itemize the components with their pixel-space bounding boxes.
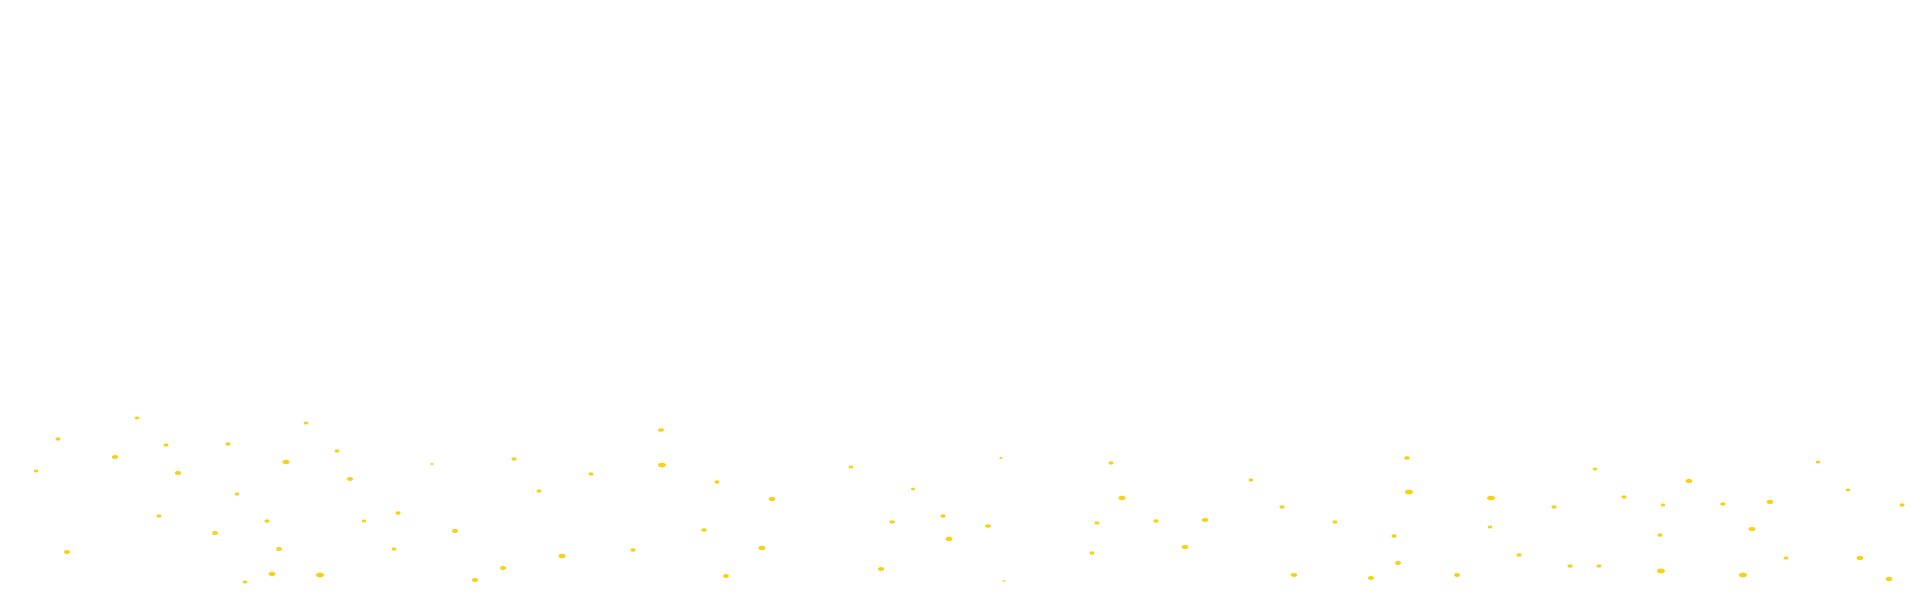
sparkle-dot-icon [985, 524, 991, 528]
sparkle-dot-icon [1657, 533, 1663, 537]
sparkle-dot-icon [395, 511, 401, 515]
sparkle-dot-icon [347, 477, 353, 481]
sparkle-dot-icon [1856, 555, 1864, 561]
sparkle-dot-icon [1657, 568, 1665, 574]
sparkle-dot-icon [1487, 495, 1495, 501]
sparkle-dot-icon [1660, 503, 1666, 507]
sparkle-dot-icon [1391, 534, 1397, 538]
sparkle-dot-icon [714, 480, 720, 484]
sparkle-dot-icon [536, 489, 542, 493]
sparkle-dot-icon [630, 548, 636, 552]
sparkle-dot-icon [451, 529, 459, 533]
sparkle-dot-icon [1899, 503, 1905, 507]
sparkle-dot-icon [1783, 556, 1789, 560]
sparkle-dot-icon [303, 421, 309, 425]
sparkle-dot-icon [588, 472, 594, 476]
sparkle-dot-icon [174, 471, 182, 475]
sparkle-dot-icon [1332, 520, 1338, 524]
sparkle-dot-icon [1845, 488, 1851, 492]
sparkle-dot-icon [163, 443, 169, 447]
sparkle-dot-icon [430, 463, 434, 465]
sparkle-dot-icon [225, 442, 231, 446]
sparkle-dot-icon [242, 580, 248, 584]
sparkle-dot-icon [768, 496, 776, 502]
sparkle-dot-icon [1368, 576, 1374, 580]
sparkle-dot-icon [1567, 564, 1573, 568]
sparkle-dot-icon [391, 547, 397, 551]
sparkle-dot-icon [1279, 505, 1285, 509]
sparkle-dot-icon [877, 567, 885, 571]
sparkle-dot-icon [945, 536, 953, 542]
sparkle-dot-icon [1596, 564, 1602, 568]
sparkle-dot-icon [511, 457, 517, 461]
sparkle-dot-icon [999, 457, 1003, 459]
sparkle-dot-icon [848, 465, 854, 469]
sparkle-dot-icon [1685, 478, 1693, 484]
sparkle-dot-icon [55, 437, 61, 441]
sparkle-dot-icon [1118, 495, 1126, 501]
sparkle-dot-icon [1487, 525, 1493, 529]
sparkle-dot-icon [361, 519, 367, 523]
sparkle-dot-icon [316, 572, 324, 578]
sparkle-dot-icon [1181, 544, 1189, 550]
sparkle-dot-icon [33, 469, 39, 473]
sparkle-dot-icon [558, 553, 566, 559]
sparkle-dot-icon [234, 492, 240, 496]
sparkle-dot-icon [1395, 561, 1401, 565]
sparkle-dot-icon [1621, 495, 1627, 499]
sparkle-dot-icon [1094, 521, 1100, 525]
sparkle-dot-icon [1201, 518, 1209, 522]
sparkle-dot-icon [212, 531, 218, 535]
sparkle-dot-icon [1002, 580, 1006, 582]
sparkle-dot-icon [1766, 499, 1774, 505]
sparkle-dot-icon [1815, 460, 1821, 464]
sparkle-dot-icon [264, 519, 270, 523]
sparkle-dot-icon [1405, 489, 1413, 495]
sparkle-dot-icon [1885, 576, 1893, 582]
sparkle-dot-icon [1404, 456, 1410, 460]
sparkle-dot-icon [156, 514, 162, 518]
sparkle-dot-icon [658, 462, 666, 468]
sparkle-dot-icon [1153, 519, 1159, 523]
sparkle-dot-icon [891, 520, 895, 524]
sparkle-dot-icon [334, 449, 340, 453]
sparkle-dot-icon [276, 547, 282, 551]
sparkle-dot-icon [111, 455, 119, 459]
sparkle-dot-icon [472, 578, 478, 582]
sparkle-dot-icon [1290, 573, 1298, 577]
sparkle-dot-icon [282, 459, 290, 465]
sparkle-dot-icon [911, 487, 915, 491]
sparkle-dot-icon [1592, 467, 1598, 471]
sparkle-dot-icon [701, 528, 707, 532]
sparkle-dot-icon [940, 514, 946, 518]
sparkle-dot-icon [1248, 478, 1254, 482]
sparkle-dot-icon [500, 566, 506, 570]
sparkle-dot-icon [1748, 526, 1756, 532]
sparkle-dot-icon [1516, 553, 1522, 557]
sparkle-dot-icon [134, 416, 140, 420]
sparkle-dot-icon [658, 428, 664, 432]
sparkle-dot-icon [1551, 505, 1557, 509]
sparkle-dot-icon [723, 574, 729, 578]
sparkle-dot-icon [1108, 461, 1114, 465]
sparkle-dot-icon [268, 571, 276, 577]
sparkle-dot-icon [1739, 572, 1747, 578]
sparkle-dot-icon [758, 545, 766, 551]
sparkle-dot-icon [64, 550, 70, 554]
sparkle-dot-icon [1089, 551, 1095, 555]
sparkle-dot-icon [1454, 573, 1460, 577]
sparkle-dot-icon [1720, 502, 1726, 506]
